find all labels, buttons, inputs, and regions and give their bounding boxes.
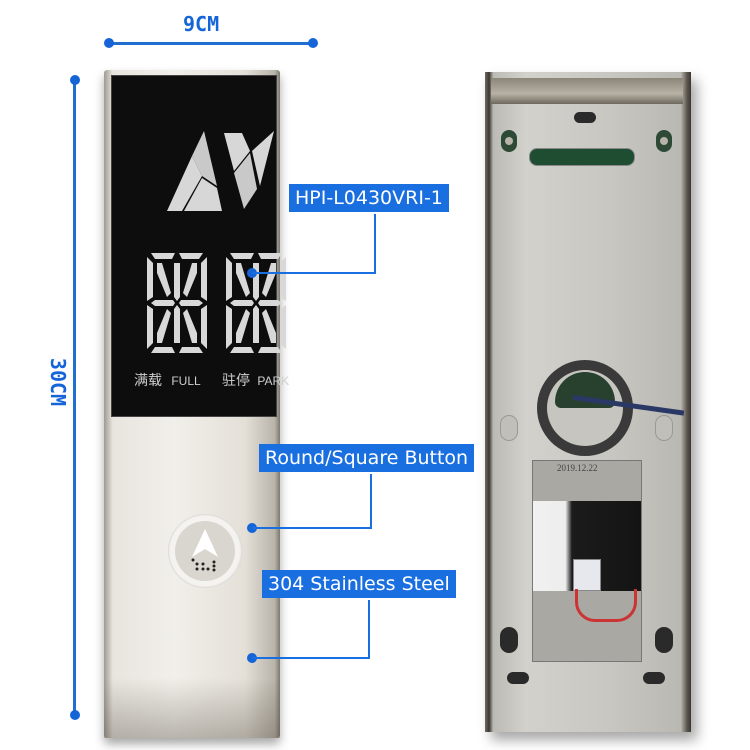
callout-material-leader-v — [368, 600, 370, 659]
height-dimension-end-dot — [70, 710, 80, 720]
segment-digit-2 — [226, 253, 286, 353]
callout-material-label: 304 Stainless Steel — [262, 570, 456, 598]
width-dimension-line — [109, 42, 313, 45]
mount-slot-bottom-left — [507, 672, 529, 684]
call-button-inner — [175, 521, 235, 581]
height-dimension-line — [73, 80, 76, 714]
width-dimension-label: 9CM — [183, 12, 220, 36]
braille-dots-icon — [191, 558, 216, 572]
width-dimension-start-dot — [104, 38, 114, 48]
mount-hole-mid-left — [500, 415, 518, 441]
date-sticker: 2019.12.22 — [557, 463, 598, 473]
callout-material-leader-h — [252, 657, 370, 659]
indicator-full-en: FULL — [171, 374, 201, 388]
arrow-up-icon — [192, 529, 218, 557]
mount-hole-low-left — [500, 627, 518, 653]
lcd-display: 满载 FULL 驻停 PARK — [111, 75, 289, 417]
controller-window: 2019.12.22 — [532, 460, 642, 662]
button-module — [537, 360, 633, 456]
callout-display-leader-h — [252, 272, 376, 274]
callout-button-leader-v — [370, 474, 372, 529]
indicator-full: 满载 FULL — [134, 370, 201, 390]
front-panel: 满载 FULL 驻停 PARK — [104, 70, 289, 738]
call-button[interactable] — [168, 514, 242, 588]
mount-slot-bottom-right — [643, 672, 665, 684]
display-window-slot — [529, 148, 635, 166]
wires — [575, 589, 637, 622]
segment-digit-1 — [147, 253, 207, 353]
callout-button-leader-h — [252, 527, 372, 529]
screw-right — [656, 130, 672, 152]
back-top-lip — [491, 78, 683, 104]
callout-model-label: HPI-L0430VRI-1 — [289, 184, 449, 212]
width-dimension-end-dot — [308, 38, 318, 48]
indicator-park-en: PARK — [257, 374, 290, 388]
indicator-park-zh: 驻停 — [222, 372, 250, 388]
back-panel: 2019.12.22 — [485, 72, 691, 732]
connector — [573, 559, 601, 591]
indicator-park: 驻停 PARK — [222, 370, 289, 390]
mount-hole-low-right — [655, 627, 673, 653]
callout-display-leader-v — [374, 214, 376, 274]
indicator-full-zh: 满载 — [134, 372, 162, 388]
screw-left — [501, 130, 517, 152]
height-dimension-start-dot — [70, 75, 80, 85]
height-dimension-label: 30CM — [46, 357, 70, 407]
av-logo-icon — [167, 131, 274, 211]
callout-button-label: Round/Square Button — [259, 444, 475, 472]
top-slot — [574, 112, 596, 123]
mount-hole-mid-right — [655, 415, 673, 441]
